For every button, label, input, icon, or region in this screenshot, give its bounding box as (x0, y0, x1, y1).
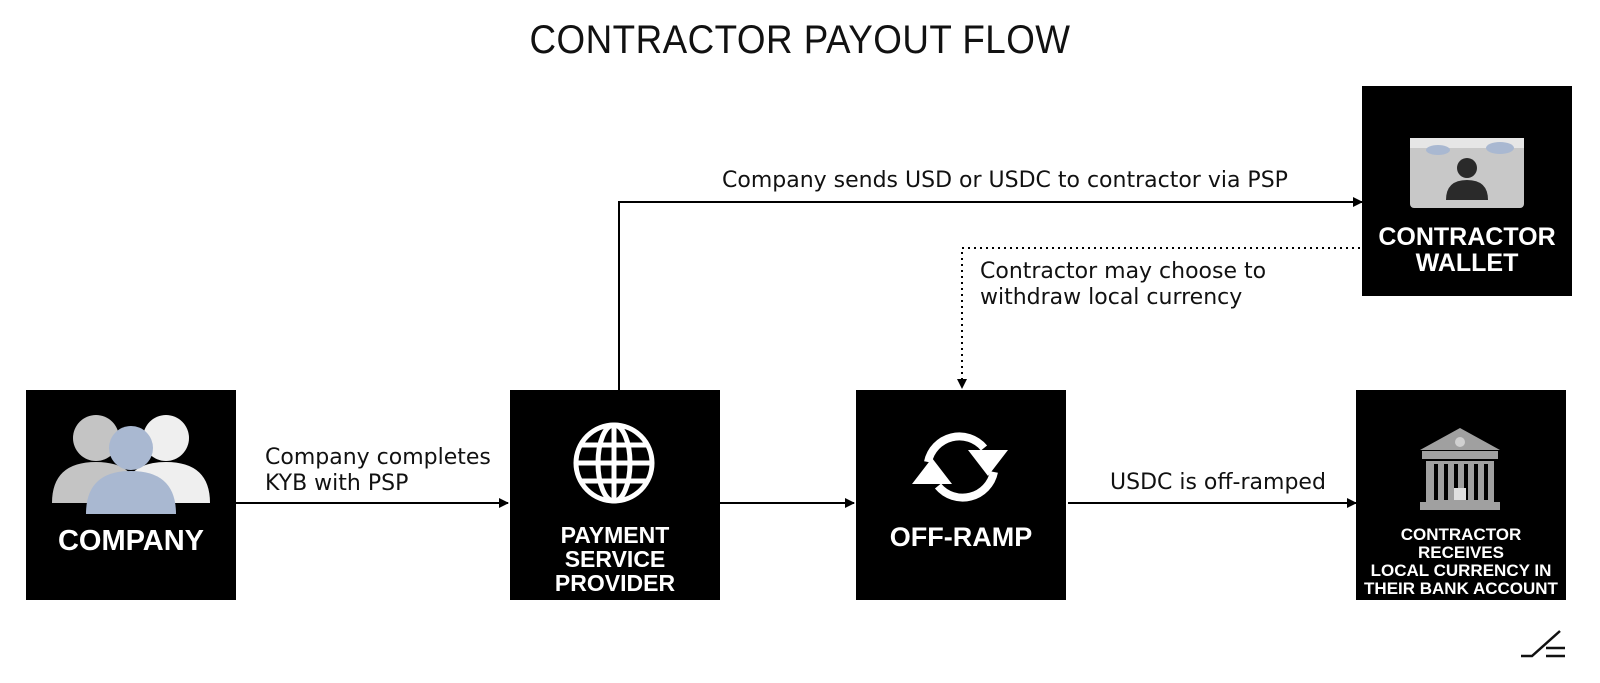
company-node: COMPANY (26, 390, 236, 600)
edge-label-kyb: Company completes KYB with PSP (265, 445, 491, 497)
sync-arrows-icon (912, 432, 1008, 502)
bank-label: CONTRACTOR RECEIVES LOCAL CURRENCY IN TH… (1364, 525, 1558, 598)
edge-label-send: Company sends USD or USDC to contractor … (722, 168, 1288, 193)
offramp-node: OFF-RAMP (856, 390, 1066, 600)
brand-logo-icon (1521, 630, 1565, 658)
offramp-label: OFF-RAMP (889, 522, 1033, 552)
edge-label-withdraw: Contractor may choose to withdraw local … (980, 259, 1267, 311)
diagram-title: CONTRACTOR PAYOUT FLOW (529, 18, 1071, 62)
bank-icon (1420, 428, 1500, 510)
psp-node: PAYMENT SERVICE PROVIDER (510, 390, 720, 600)
bank-node: CONTRACTOR RECEIVES LOCAL CURRENCY IN TH… (1356, 390, 1566, 600)
id-card-icon (1410, 138, 1524, 208)
company-label: COMPANY (57, 525, 205, 557)
wallet-label: CONTRACTOR WALLET (1378, 223, 1556, 278)
globe-icon (573, 422, 655, 504)
people-group-icon (52, 415, 210, 514)
edge-label-offramp: USDC is off-ramped (1110, 470, 1326, 495)
arrow-wallet-to-offramp (957, 247, 1366, 389)
wallet-node: CONTRACTOR WALLET (1362, 86, 1572, 296)
arrow-psp-to-wallet (618, 197, 1363, 390)
psp-label: PAYMENT SERVICE PROVIDER (554, 522, 676, 597)
